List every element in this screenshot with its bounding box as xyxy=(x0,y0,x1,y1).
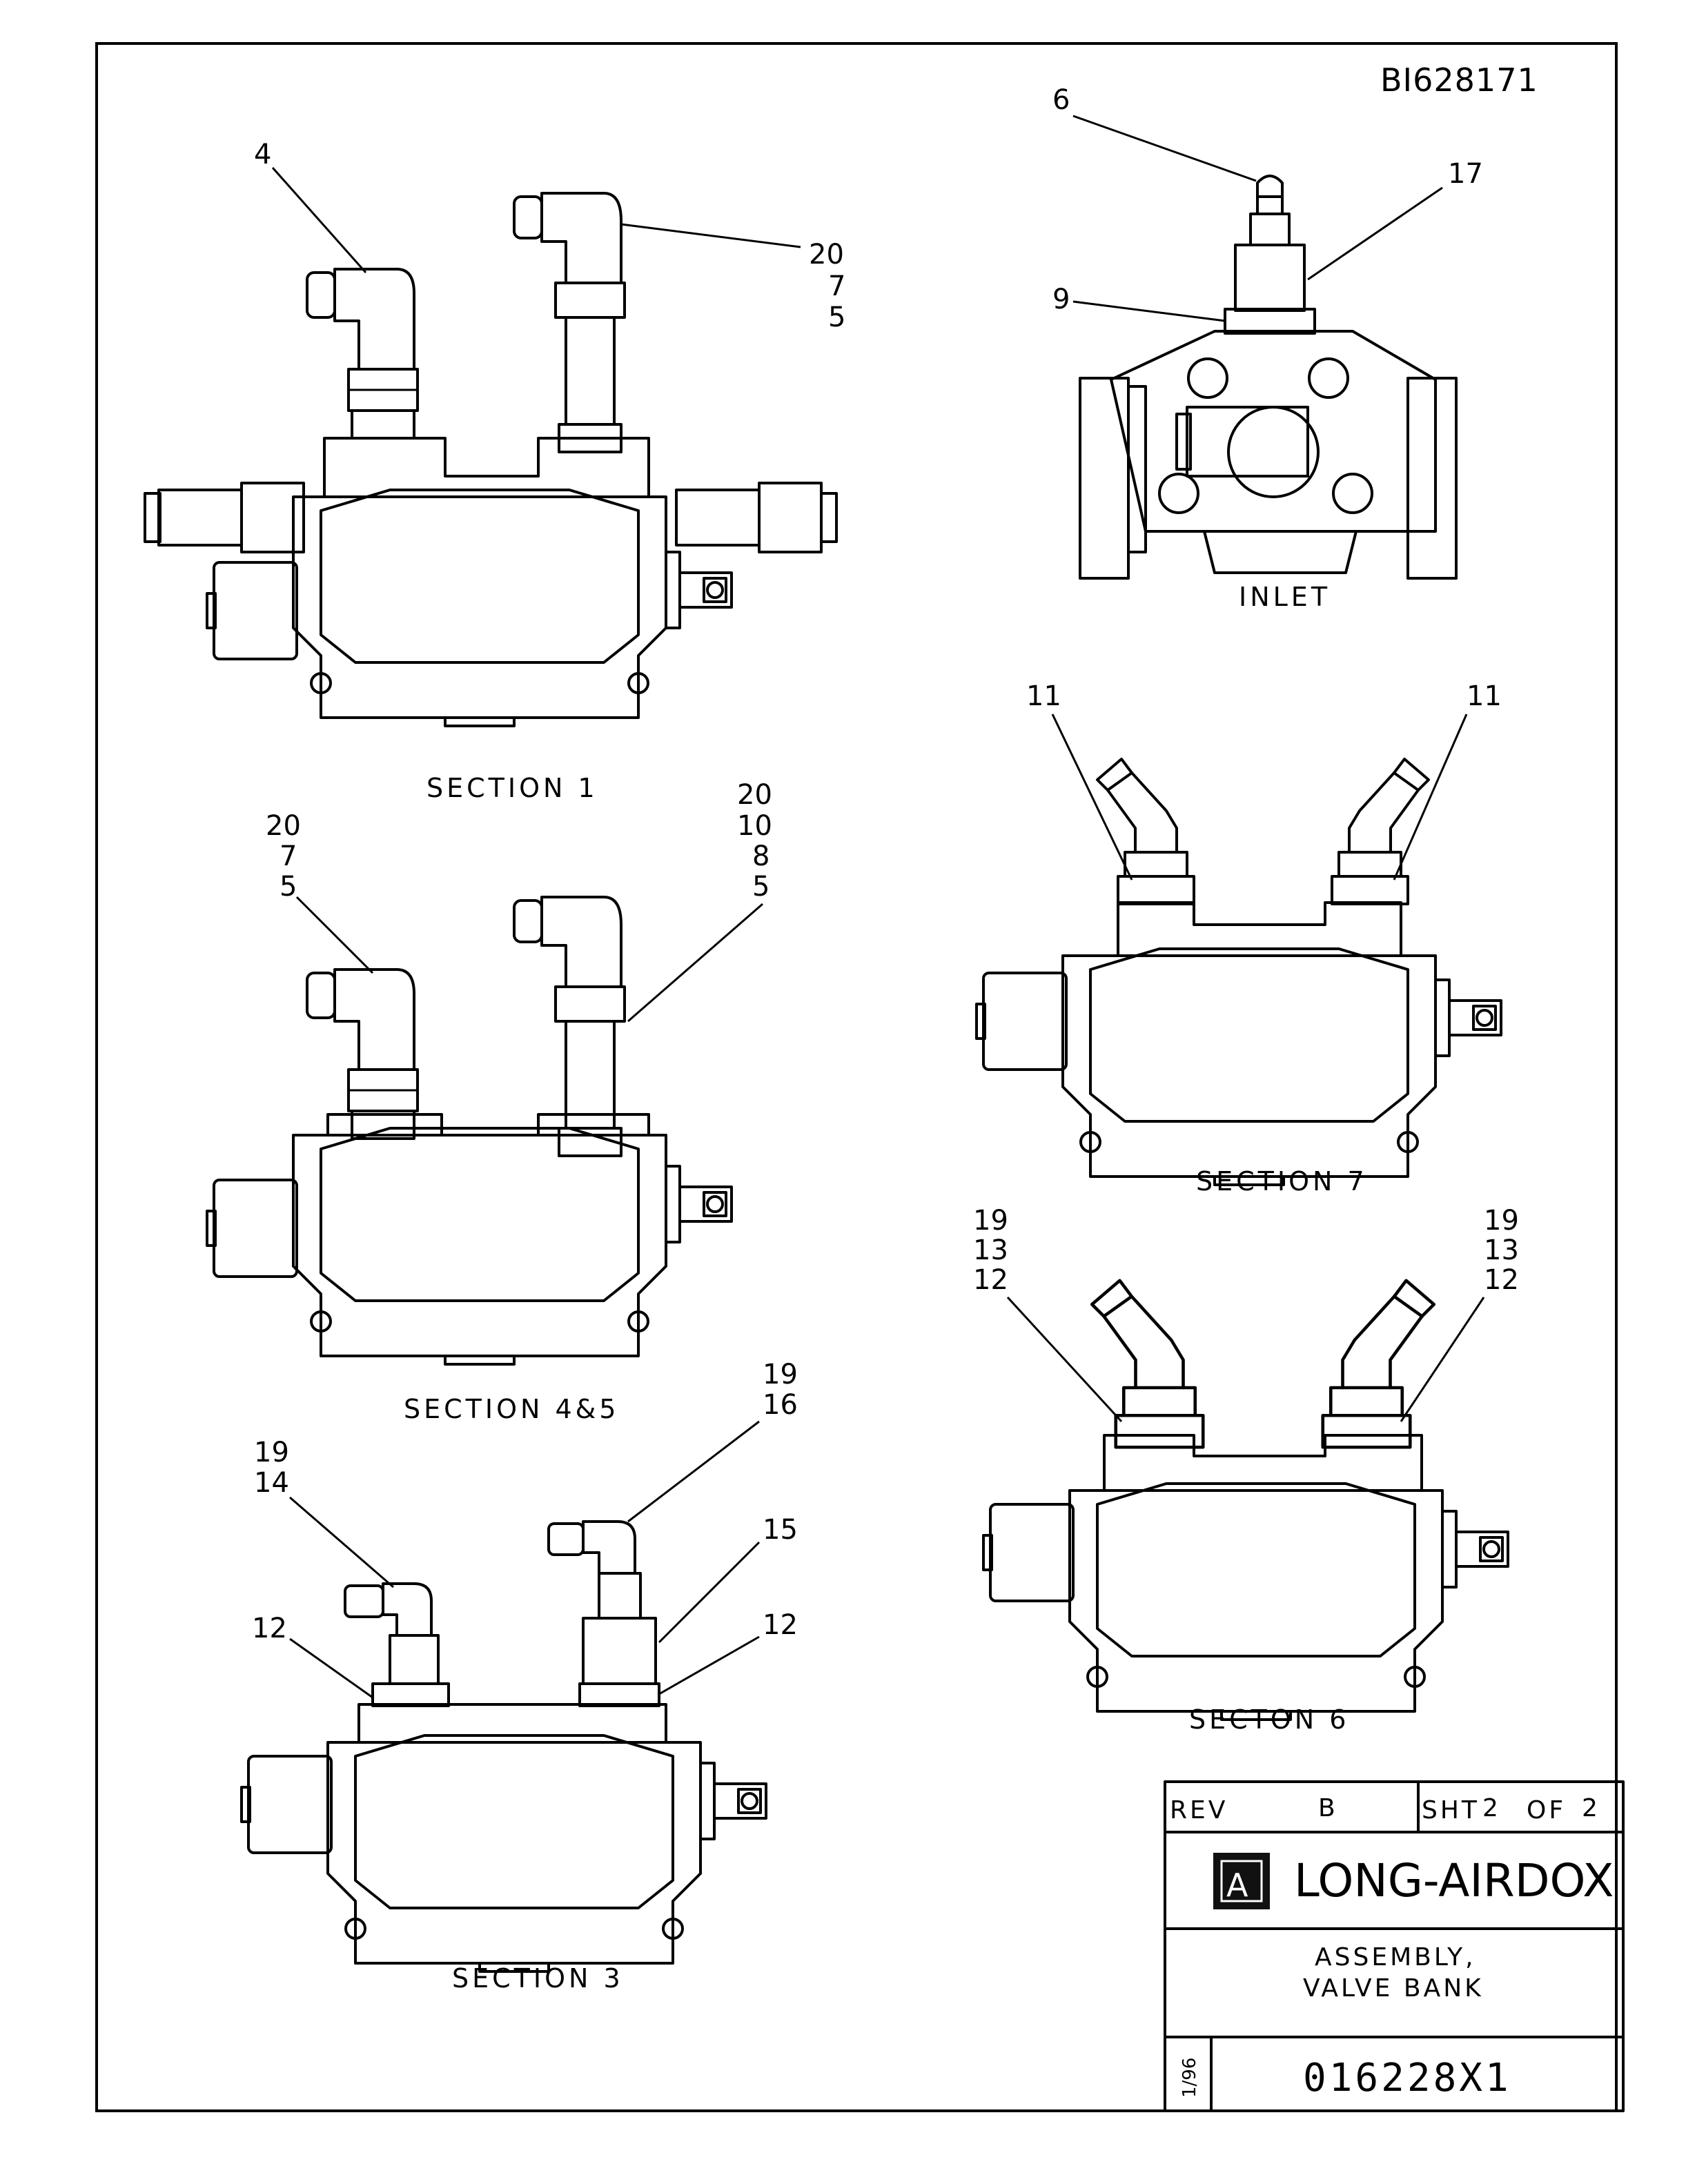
callout-13: 13 xyxy=(1484,1234,1519,1266)
sheet-number: 2 xyxy=(1482,1794,1501,1822)
callout-12: 12 xyxy=(1484,1264,1519,1296)
of-label: OF xyxy=(1527,1796,1566,1824)
section-6-label: SECTON 6 xyxy=(1189,1704,1349,1735)
callout-11: 11 xyxy=(1026,680,1061,712)
leader-line xyxy=(289,1496,394,1588)
callout-14: 14 xyxy=(254,1467,289,1499)
section-6-view: 19 13 12 19 13 12 SECTON 6 xyxy=(973,1205,1519,1735)
leader-line xyxy=(627,1420,760,1523)
title-line-1: ASSEMBLY, xyxy=(1315,1943,1476,1971)
callout-13: 13 xyxy=(973,1234,1008,1266)
sheet-total: 2 xyxy=(1582,1794,1600,1822)
callout-20: 20 xyxy=(737,779,772,811)
leader-line xyxy=(1006,1296,1123,1423)
company-logo-icon: A xyxy=(1213,1853,1270,1909)
leader-line xyxy=(620,223,801,248)
callout-19: 19 xyxy=(973,1205,1008,1237)
drawing-id: BI628171 xyxy=(1380,61,1538,99)
callout-6: 6 xyxy=(1052,84,1070,116)
leader-line xyxy=(1051,714,1133,881)
sheet-border xyxy=(95,42,1618,2112)
callout-5: 5 xyxy=(828,302,845,333)
drawing-number: 016228X1 xyxy=(1303,2056,1511,2101)
callout-5: 5 xyxy=(280,871,297,903)
leader-line xyxy=(289,1637,373,1699)
rev-value: B xyxy=(1318,1794,1338,1822)
leader-line xyxy=(658,1635,760,1695)
callout-7: 7 xyxy=(828,270,845,302)
section-1-label: SECTION 1 xyxy=(427,773,598,803)
leader-line xyxy=(1400,1297,1485,1422)
callout-10: 10 xyxy=(737,810,772,842)
callout-5: 5 xyxy=(752,871,770,903)
section-4-5-view: 20 7 5 20 10 8 5 SECTION 4&5 xyxy=(206,779,772,1424)
leader-line xyxy=(271,167,367,273)
callout-11: 11 xyxy=(1467,680,1502,712)
rev-label: REV xyxy=(1170,1796,1228,1824)
inlet-label: INLET xyxy=(1239,582,1331,612)
leader-line xyxy=(295,896,374,974)
callout-19: 19 xyxy=(254,1437,289,1468)
section-7-label: SECTION 7 xyxy=(1196,1166,1368,1197)
callout-8: 8 xyxy=(752,840,770,872)
callout-15: 15 xyxy=(763,1514,798,1546)
callout-12: 12 xyxy=(252,1613,287,1644)
callout-12: 12 xyxy=(973,1264,1008,1296)
company-name: LONG-AIRDOX xyxy=(1294,1854,1614,1907)
callout-4: 4 xyxy=(254,139,271,170)
leader-line xyxy=(1393,714,1468,881)
callout-7: 7 xyxy=(280,840,297,872)
section-1-view: 4 20 7 5 SECTION 1 xyxy=(144,139,845,803)
leader-line xyxy=(1072,115,1257,182)
callout-19: 19 xyxy=(1484,1205,1519,1237)
title-line-2: VALVE BANK xyxy=(1303,1974,1484,2003)
leader-line xyxy=(658,1541,761,1644)
svg-text:A: A xyxy=(1226,1867,1248,1904)
sheet-label: SHT xyxy=(1422,1796,1480,1824)
drawing-date: 1/96 xyxy=(1179,2058,1200,2098)
inlet-view: 6 17 9 INLET xyxy=(1052,84,1483,612)
callout-16: 16 xyxy=(763,1389,798,1421)
title-block: REV B SHT 2 OF 2 A LONG-AIRDOX ASSEMBLY,… xyxy=(1164,1780,1625,2112)
leader-line xyxy=(627,903,763,1023)
section-4-5-label: SECTION 4&5 xyxy=(404,1394,619,1424)
leader-line xyxy=(1072,300,1226,322)
section-7-view: 11 11 SECTION 7 xyxy=(975,680,1502,1197)
section-3-label: SECTION 3 xyxy=(452,1963,624,1994)
leader-line xyxy=(1307,186,1443,281)
callout-19: 19 xyxy=(763,1359,798,1390)
callout-12: 12 xyxy=(763,1609,798,1641)
callout-20: 20 xyxy=(266,810,301,842)
section-3-view: 19 14 19 16 15 12 12 SECTION 3 xyxy=(240,1359,798,1994)
callout-17: 17 xyxy=(1448,158,1483,190)
callout-20: 20 xyxy=(809,239,844,270)
callout-9: 9 xyxy=(1052,284,1070,315)
